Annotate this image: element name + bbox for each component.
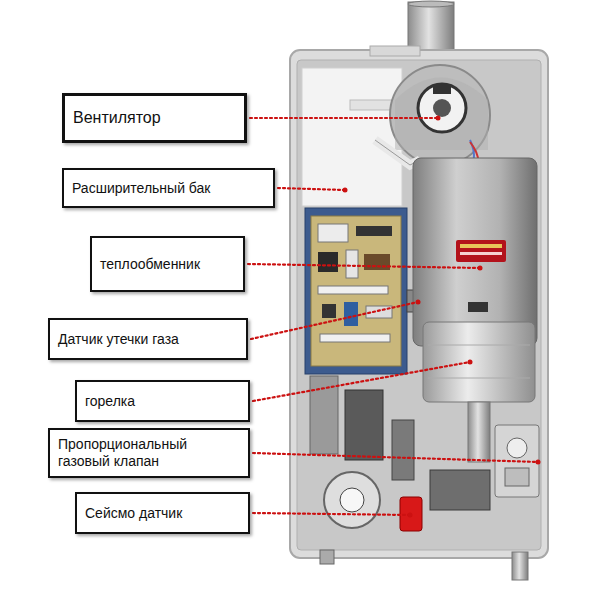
flue-top xyxy=(408,1,454,7)
leader-dot xyxy=(468,360,473,365)
hx-clip xyxy=(468,302,488,312)
pcb-part xyxy=(366,306,392,318)
pump xyxy=(324,472,380,528)
part-label: горелка xyxy=(85,393,135,410)
leader-line xyxy=(250,117,438,119)
part-label: Вентилятор xyxy=(73,108,161,127)
label-box: горелка xyxy=(75,380,250,422)
flow-unit xyxy=(345,390,383,460)
leader-line xyxy=(253,513,410,515)
fan-motor xyxy=(418,84,466,132)
water-pipe xyxy=(310,376,338,454)
top-bracket xyxy=(370,46,420,56)
pcb-part xyxy=(344,302,358,326)
fitting xyxy=(320,550,334,564)
pcb-connector xyxy=(320,334,390,342)
leader-dot xyxy=(343,188,348,193)
boiler-casing xyxy=(290,50,548,558)
burner-rib xyxy=(428,378,530,379)
part-label: Датчик утечки газа xyxy=(58,331,179,348)
outlet-pipe xyxy=(512,552,528,580)
fan-hub xyxy=(433,99,451,117)
red-sticker xyxy=(456,240,506,262)
part-label: теплообменник xyxy=(100,256,200,273)
sticker-stripe xyxy=(460,252,502,255)
pcb-part xyxy=(364,254,390,270)
fan-clip xyxy=(433,84,451,94)
pcb-part xyxy=(318,224,348,242)
pcb-part xyxy=(356,226,392,236)
label-box: Пропорциональный газовый клапан xyxy=(48,428,250,478)
leader-line xyxy=(253,362,470,401)
leader-dot xyxy=(416,300,421,305)
leader-dot xyxy=(408,513,413,518)
pcb-part xyxy=(322,304,336,318)
burner-rib xyxy=(428,345,530,346)
leader-line xyxy=(248,264,480,268)
part-label: Пропорциональный газовый клапан xyxy=(58,436,238,470)
pcb-frame xyxy=(305,208,407,374)
leader-dot xyxy=(436,116,441,121)
gas-pipe xyxy=(468,402,490,462)
pcb-part xyxy=(346,250,358,278)
label-box: Сейсмо датчик xyxy=(75,492,250,534)
sticker-stripe xyxy=(460,244,502,248)
valve-block xyxy=(430,470,490,510)
leader-line xyxy=(278,188,345,190)
label-box: теплообменник xyxy=(90,236,245,292)
leader-line xyxy=(253,453,538,462)
air-hose xyxy=(375,140,420,165)
label-box: Датчик утечки газа xyxy=(48,318,248,360)
pump-cap xyxy=(340,488,364,512)
part-label: Расширительный бак xyxy=(72,180,210,197)
water-pipe xyxy=(392,420,414,480)
tank-label xyxy=(350,100,395,110)
casing-inner xyxy=(297,60,541,550)
air-hose-edge xyxy=(375,140,420,165)
leader-dot xyxy=(536,460,541,465)
gas-valve xyxy=(495,425,539,497)
burner xyxy=(423,322,535,402)
heat-exchanger xyxy=(413,158,537,346)
fan-shade xyxy=(395,78,488,151)
label-box: Расширительный бак xyxy=(62,168,275,208)
pcb-board xyxy=(311,216,401,366)
valve-body xyxy=(505,468,529,486)
label-box: Вентилятор xyxy=(62,93,247,143)
seismic-sensor xyxy=(400,497,422,531)
valve-coil xyxy=(507,438,527,458)
pcb-chip xyxy=(318,252,338,272)
leader-dot xyxy=(478,266,483,271)
pcb-connector xyxy=(318,286,388,294)
part-label: Сейсмо датчик xyxy=(85,505,182,522)
expansion-tank xyxy=(302,68,402,206)
leader-line xyxy=(251,302,418,339)
